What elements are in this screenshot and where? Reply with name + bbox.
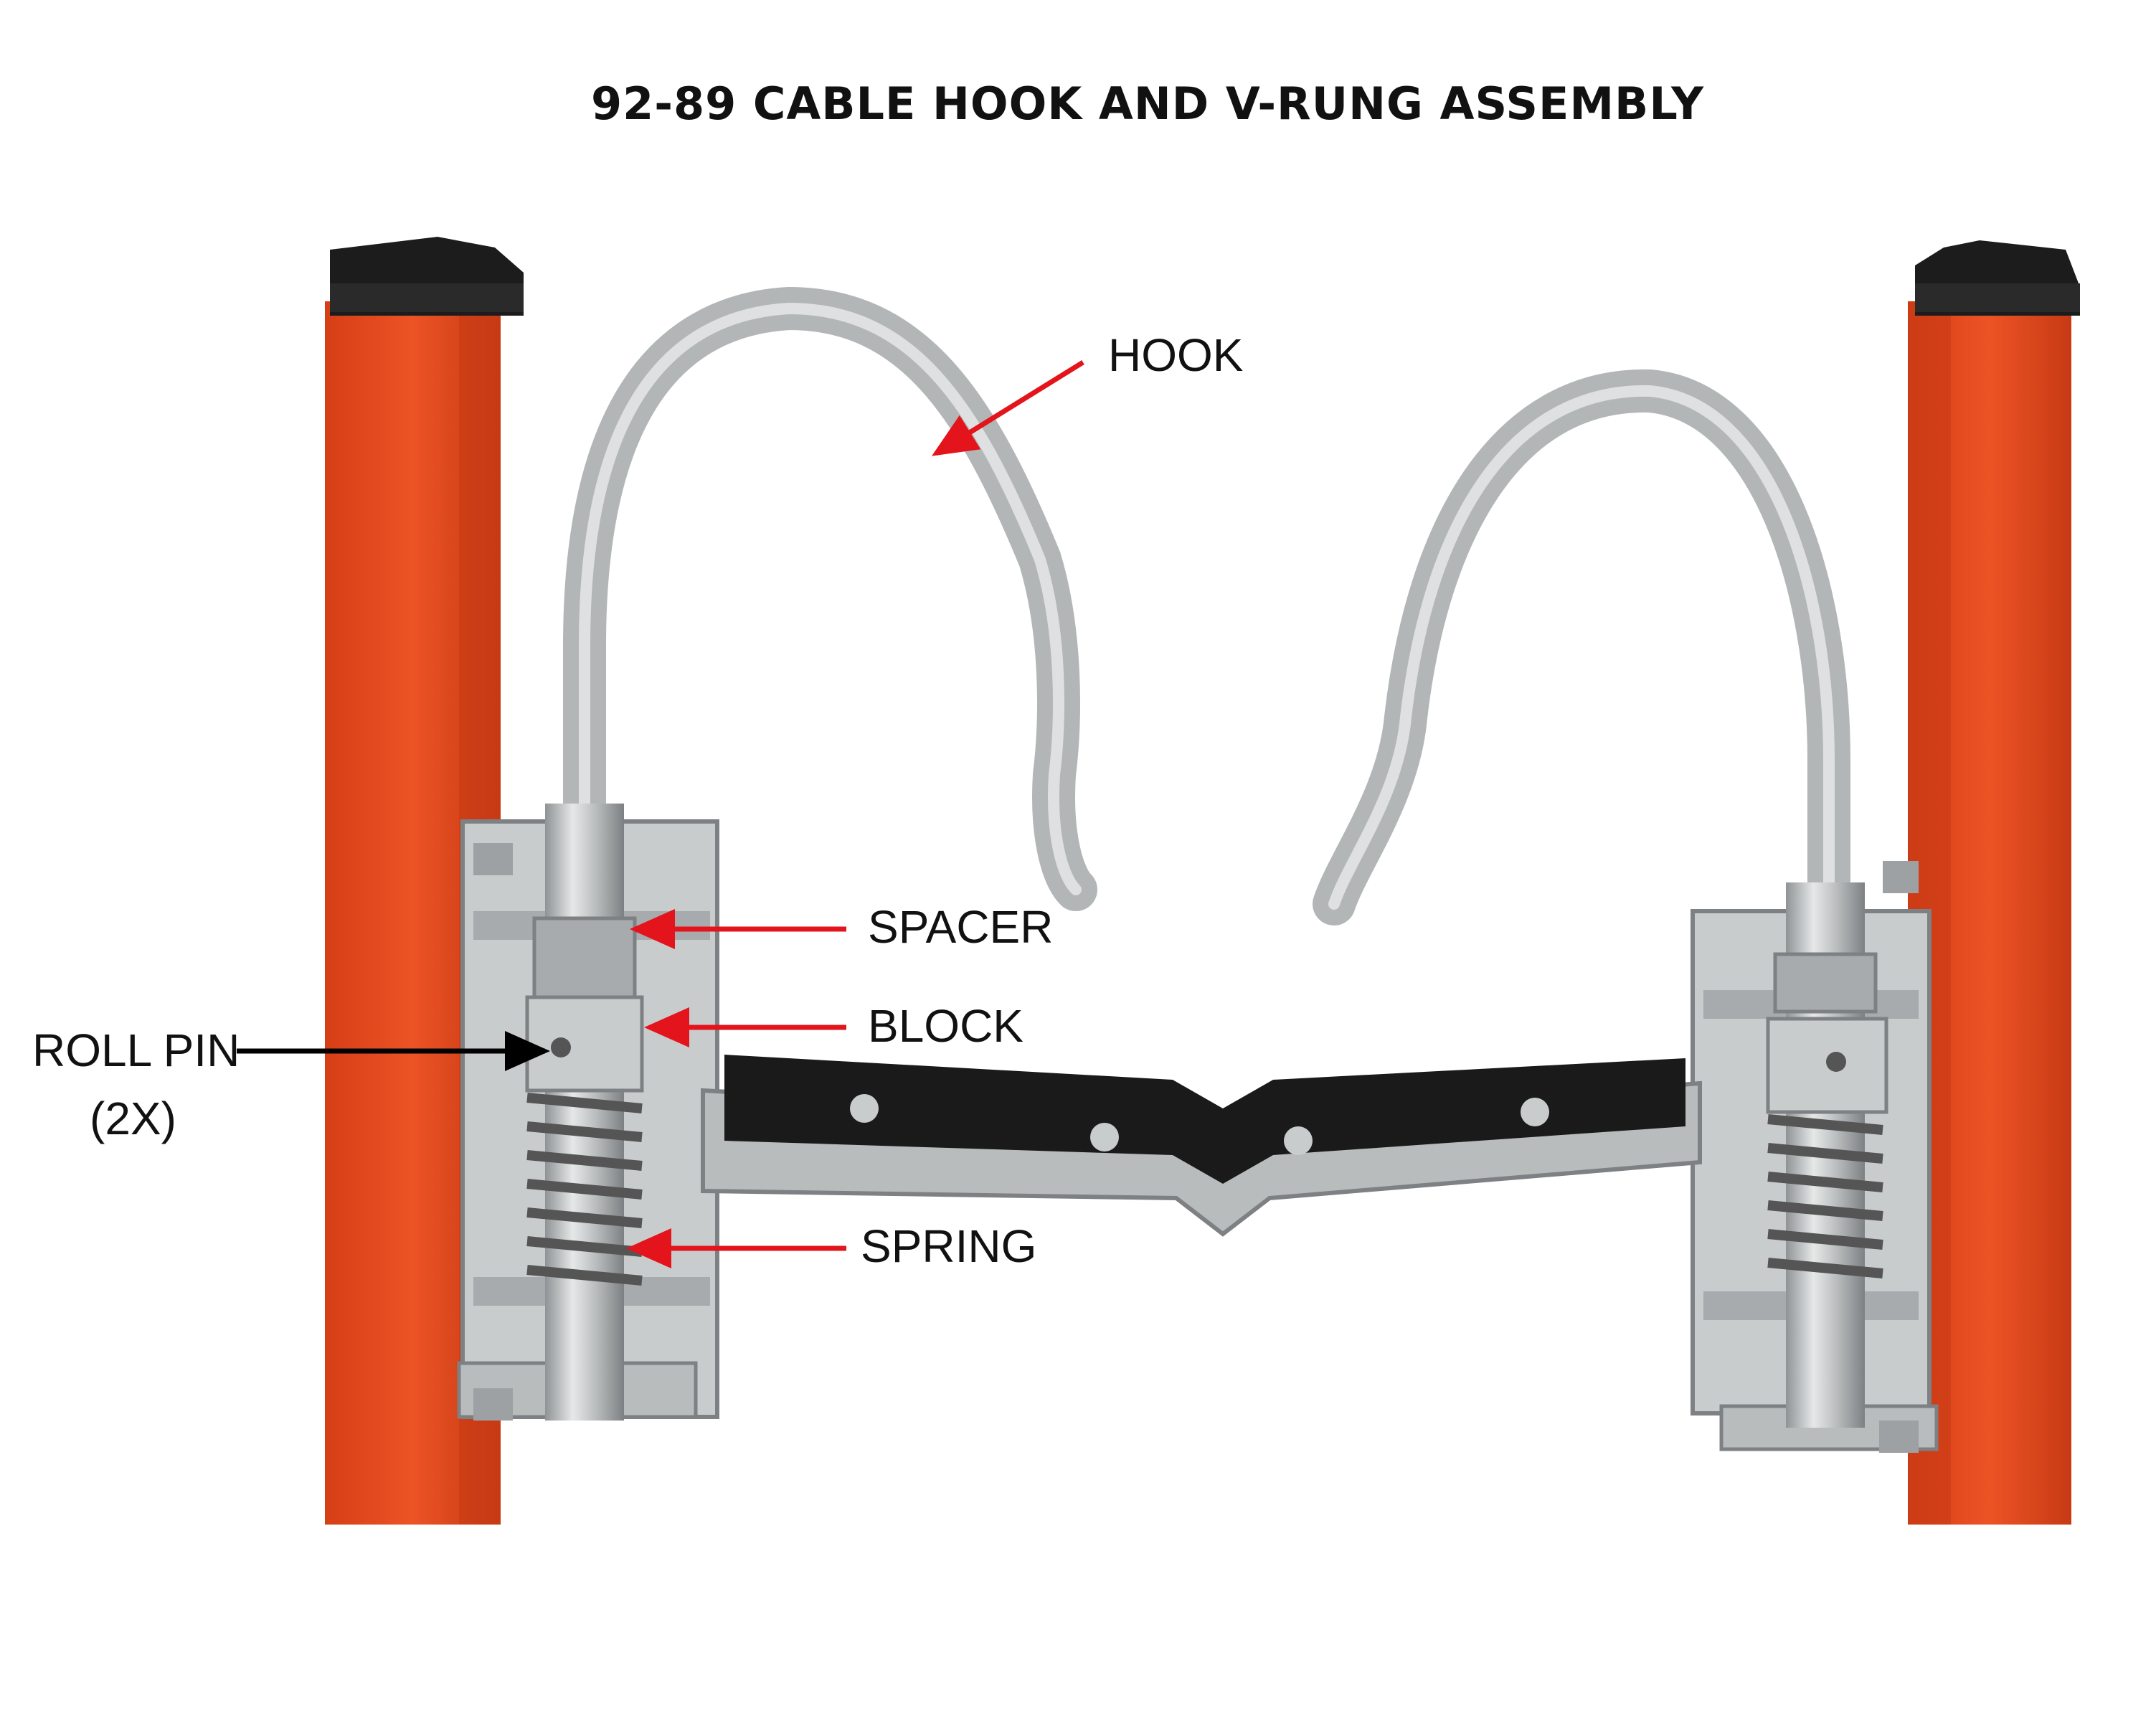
rivet	[1284, 1126, 1313, 1155]
rung-rubber-tread	[724, 1055, 1685, 1184]
rivet	[1521, 1098, 1549, 1126]
roll-pin-label: ROLL PIN	[32, 1024, 240, 1076]
rivet	[1090, 1123, 1119, 1151]
right-nut-top	[1883, 861, 1919, 893]
right-rail	[1908, 240, 2080, 1525]
left-roll-pin	[551, 1037, 571, 1058]
left-shaft	[545, 804, 624, 1421]
hook-label: HOOK	[1108, 329, 1244, 381]
hook-arrow	[932, 360, 1084, 456]
spring-label: SPRING	[861, 1220, 1037, 1272]
right-spring	[1767, 1114, 1883, 1278]
roll-pin-qty-label: (2X)	[90, 1093, 176, 1144]
block-label: BLOCK	[868, 1000, 1023, 1052]
right-spacer	[1773, 952, 1878, 1014]
right-nut-bottom	[1879, 1421, 1919, 1453]
left-nut-bottom	[473, 1388, 513, 1421]
diagram-title: 92-89 CABLE HOOK AND V-RUNG ASSEMBLY	[590, 77, 1705, 130]
right-hook	[1313, 369, 1888, 1428]
rivet	[850, 1094, 879, 1123]
v-rung	[701, 1055, 1702, 1237]
left-spacer	[532, 916, 637, 999]
right-roll-pin	[1826, 1052, 1846, 1072]
left-nut-top	[473, 843, 513, 875]
spacer-label: SPACER	[868, 901, 1054, 953]
left-block	[525, 995, 644, 1093]
left-spring	[526, 1093, 643, 1286]
